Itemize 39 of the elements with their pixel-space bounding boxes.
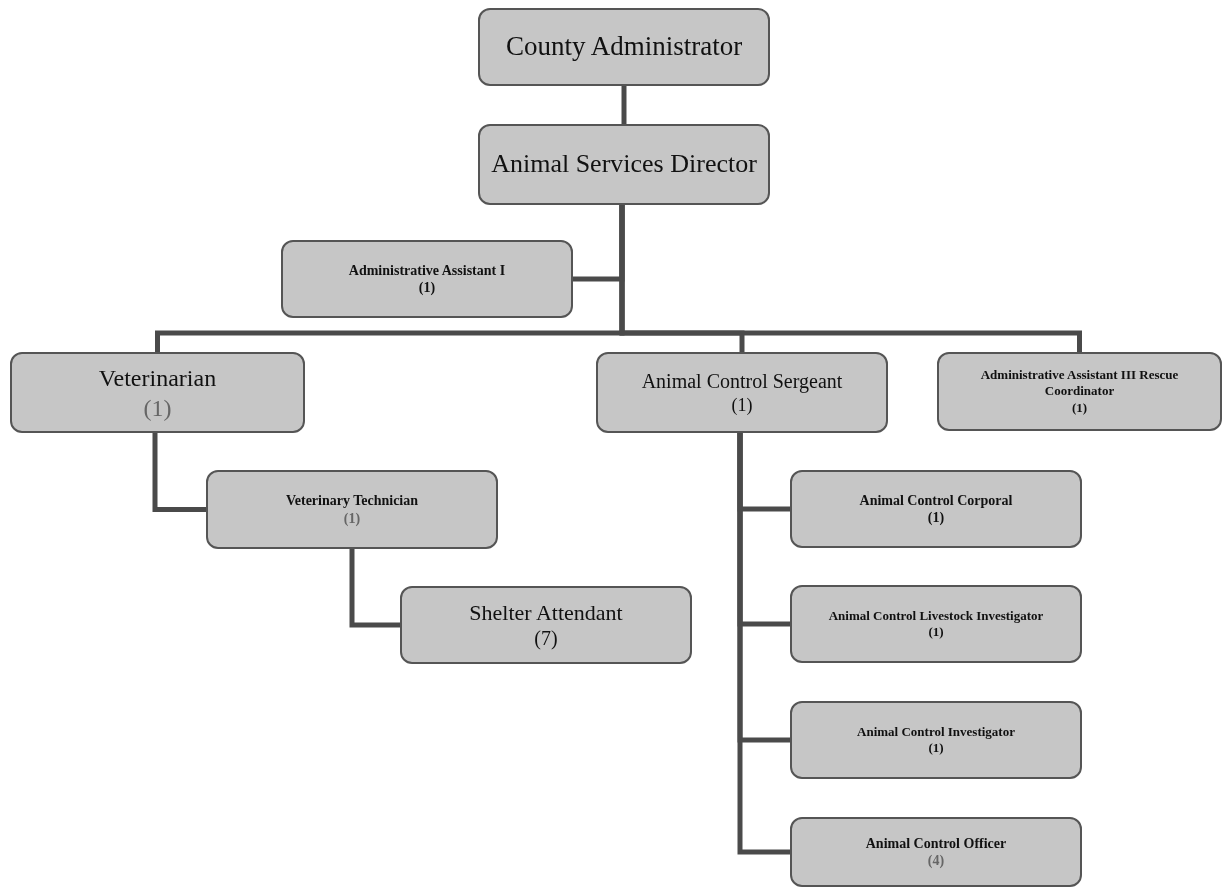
position-box <box>478 8 770 86</box>
job-title: Animal Control Corporal <box>859 491 1013 509</box>
connector-line <box>619 205 1082 352</box>
headcount: (1) <box>928 740 944 757</box>
job-title: Animal Control Livestock Investigator <box>828 607 1044 624</box>
position-box <box>596 352 888 433</box>
job-title: Animal Control Sergeant <box>641 368 843 394</box>
headcount: (1) <box>928 624 944 641</box>
job-title: Animal Control Investigator <box>857 723 1015 740</box>
headcount: (1) <box>731 393 753 417</box>
position-box <box>790 817 1082 887</box>
job-title: Shelter Attendant <box>469 598 623 627</box>
position-box <box>10 352 305 433</box>
connector-line <box>737 433 790 855</box>
connector-line <box>349 549 400 628</box>
position-box <box>400 586 692 664</box>
headcount: (4) <box>927 852 945 870</box>
position-box <box>790 470 1082 548</box>
headcount: (1) <box>418 279 436 297</box>
job-title: Animal Control Officer <box>865 834 1007 852</box>
job-title: Veterinary Technician <box>285 492 419 510</box>
headcount: (1) <box>927 509 945 527</box>
headcount: (1) <box>143 393 172 423</box>
job-title: Administrative Assistant III Rescue Coordinator <box>979 367 1180 400</box>
job-title: County Administrator <box>505 30 743 64</box>
job-title: Animal Services Director <box>491 148 757 181</box>
position-box <box>790 585 1082 663</box>
connector-line <box>152 433 206 512</box>
job-title: Administrative Assistant I <box>348 261 506 279</box>
position-box <box>937 352 1222 431</box>
job-title: Veterinarian <box>98 363 217 393</box>
position-box <box>281 240 573 318</box>
connector-line <box>621 86 627 124</box>
position-box <box>790 701 1082 779</box>
headcount: (7) <box>534 626 558 652</box>
position-box <box>478 124 770 205</box>
headcount: (1) <box>1071 399 1088 416</box>
position-box <box>206 470 498 549</box>
headcount: (1) <box>343 509 361 527</box>
